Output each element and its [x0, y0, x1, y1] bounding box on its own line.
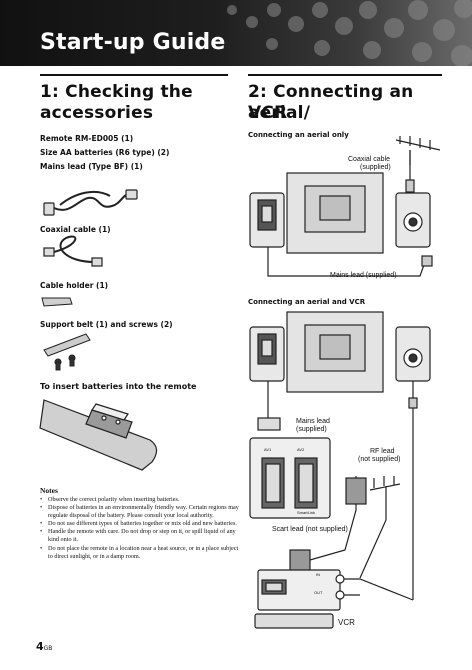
mains-lead-image [43, 189, 138, 216]
vcr-out-label: OUT [314, 590, 323, 595]
page-number-value: 4 [36, 640, 44, 653]
sub-heading-aerial-vcr: Connecting an aerial and VCR [248, 298, 366, 306]
banner-dot-pattern [227, 0, 472, 66]
av2-label: AV2 [297, 447, 305, 452]
note-item: Handle the remote with care. Do not drop… [40, 528, 240, 544]
note-item: Observe the correct polarity when insert… [40, 496, 240, 504]
page-number: 4GB [36, 640, 52, 653]
coax-label-line2: (supplied) [360, 164, 391, 171]
notes-title: Notes [40, 486, 58, 495]
mains-supplied-label: Mains lead (supplied) [330, 272, 397, 279]
smartlink-label: SmartLink [297, 510, 316, 515]
rf-lead-label-line1: RF lead [370, 448, 395, 455]
left-heading-line1: 1: Checking the [40, 82, 193, 102]
page-region: GB [43, 645, 53, 652]
vcr-in-label: IN [316, 572, 320, 577]
right-heading-line1: 2: Connecting an aerial/ [248, 82, 414, 123]
header-banner: Start-up Guide [0, 0, 472, 66]
aerial-vcr-diagram [249, 311, 431, 629]
scart-lead-label: Scart lead (not supplied) [272, 526, 348, 533]
accessory-support-belt: Support belt (1) and screws (2) [40, 320, 173, 329]
vcr-label: VCR [338, 618, 355, 627]
accessory-batteries: Size AA batteries (R6 type) (2) [40, 148, 170, 157]
coaxial-cable-image [43, 235, 103, 267]
batteries-heading: To insert batteries into the remote [40, 382, 197, 391]
mains-lead-label-line2: (supplied) [296, 426, 327, 433]
left-column-rule [40, 74, 228, 76]
remote-battery-image [39, 399, 158, 471]
accessory-coaxial-cable: Coaxial cable (1) [40, 225, 111, 234]
note-item: Do not place the remote in a location ne… [40, 545, 240, 561]
accessory-remote: Remote RM-ED005 (1) [40, 134, 134, 143]
accessory-cable-holder: Cable holder (1) [40, 281, 109, 290]
right-heading-line2: VCR [248, 103, 288, 123]
notes-list: Observe the correct polarity when insert… [40, 496, 240, 561]
sub-heading-aerial-only: Connecting an aerial only [248, 131, 349, 139]
coax-label-line1: Coaxial cable [348, 156, 391, 163]
support-belt-image [43, 333, 91, 371]
aerial-only-diagram [249, 136, 441, 277]
mains-lead-label-line1: Mains lead [296, 418, 330, 425]
av1-label: AV1 [264, 447, 272, 452]
accessory-mains-lead: Mains lead (Type BF) (1) [40, 162, 143, 171]
page-title: Start-up Guide [40, 30, 226, 55]
note-item: Do not use different types of batteries … [40, 520, 240, 528]
right-column-rule [248, 74, 442, 76]
cable-holder-image [41, 297, 73, 307]
rf-lead-label-line2: (not supplied) [358, 456, 401, 463]
left-heading-line2: accessories [40, 103, 154, 123]
note-item: Dispose of batteries in an environmental… [40, 504, 240, 520]
